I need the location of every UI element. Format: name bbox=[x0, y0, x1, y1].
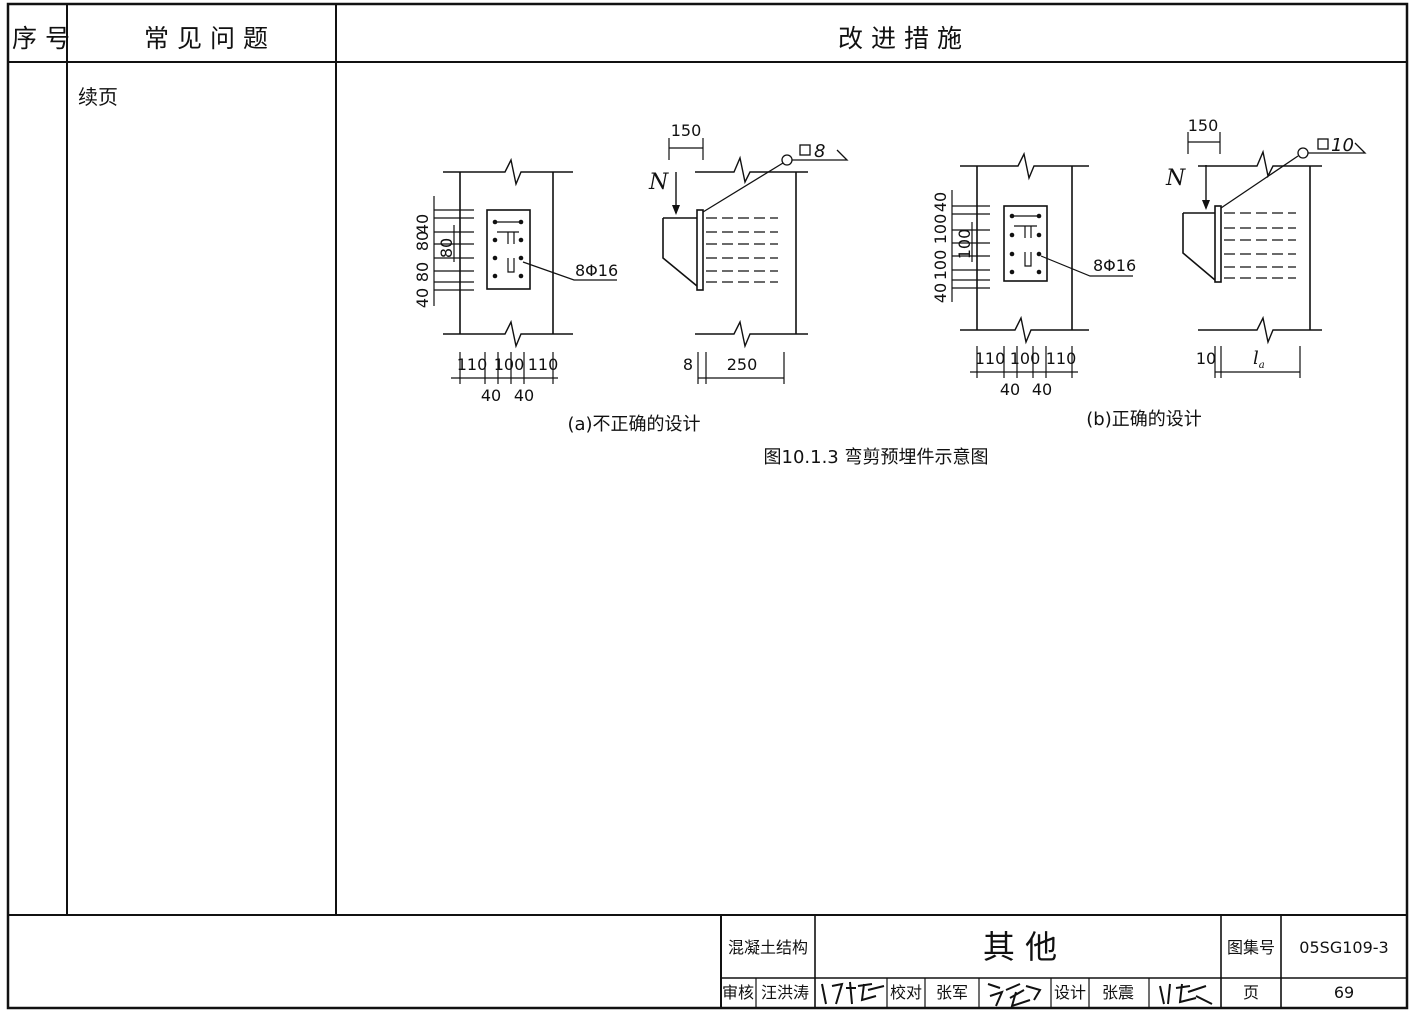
label-b-bars: 8Φ16 bbox=[1093, 256, 1136, 275]
continued-note: 续页 bbox=[78, 85, 118, 109]
dim-b-offset: 150 bbox=[1188, 116, 1219, 135]
tb-atlas-label: 图集号 bbox=[1227, 938, 1275, 957]
dim-a-bottom-3: 110 bbox=[528, 355, 559, 374]
tb-page-no: 69 bbox=[1334, 983, 1354, 1002]
figure-b-side-view: 150 N 10 10 la bbox=[1165, 116, 1367, 378]
tb-check-label: 校对 bbox=[890, 983, 922, 1002]
tb-checker-signature bbox=[987, 983, 1042, 1008]
figure-a-front-view: 40 80 80 40 80 8Φ16 110 100 110 40 40 bbox=[413, 157, 618, 405]
dim-b-bottom-4: 40 bbox=[1000, 380, 1020, 399]
dim-b-left-4: 40 bbox=[931, 283, 950, 303]
tb-page-label: 页 bbox=[1243, 983, 1259, 1002]
dim-b-inner: 100 bbox=[955, 229, 974, 260]
label-a-weld: 8 bbox=[814, 141, 825, 162]
label-a-bars: 8Φ16 bbox=[575, 261, 618, 280]
tb-category: 混凝土结构 bbox=[728, 938, 808, 957]
header-measure: 改进措施 bbox=[838, 24, 970, 53]
title-block-grid bbox=[720, 915, 1407, 1008]
tb-drawing-title: 其 他 bbox=[983, 928, 1057, 966]
dim-a-left-3: 80 bbox=[413, 262, 432, 282]
dim-b-side-2-main: l bbox=[1253, 348, 1259, 369]
tb-design-label: 设计 bbox=[1054, 983, 1086, 1002]
dim-b-side-2: la bbox=[1253, 348, 1265, 371]
tb-review-label: 审核 bbox=[722, 983, 754, 1002]
label-b-weld: 10 bbox=[1331, 135, 1354, 156]
label-a-force: N bbox=[648, 170, 669, 195]
dim-a-left-1: 40 bbox=[413, 214, 432, 234]
tb-designer: 张震 bbox=[1102, 983, 1134, 1002]
dim-b-side-2-sub: a bbox=[1259, 360, 1265, 371]
dim-a-left-4: 40 bbox=[413, 288, 432, 308]
dim-a-bottom-2: 100 bbox=[494, 355, 525, 374]
dim-b-side-1: 10 bbox=[1196, 349, 1216, 368]
figure-title: 图10.1.3 弯剪预埋件示意图 bbox=[764, 447, 989, 468]
table-grid bbox=[6, 2, 1409, 1010]
dim-b-bottom-2: 100 bbox=[1010, 349, 1041, 368]
dim-a-bottom-1: 110 bbox=[457, 355, 488, 374]
dim-a-side-2: 250 bbox=[727, 355, 758, 374]
dim-a-offset: 150 bbox=[671, 121, 702, 140]
tb-reviewer-signature bbox=[821, 981, 885, 1005]
dim-a-side-1: 8 bbox=[683, 355, 693, 374]
dim-b-left-1: 40 bbox=[931, 192, 950, 212]
dim-a-inner: 80 bbox=[437, 238, 456, 258]
dim-b-bottom-5: 40 bbox=[1032, 380, 1052, 399]
tb-checker: 张军 bbox=[936, 983, 968, 1002]
header-problem: 常见问题 bbox=[144, 24, 276, 53]
dim-b-bottom-3: 110 bbox=[1046, 349, 1077, 368]
label-b-force: N bbox=[1165, 166, 1186, 191]
figure-a-side-view: 150 N 8 8 250 bbox=[648, 121, 849, 384]
dim-a-left-2: 80 bbox=[413, 231, 432, 251]
dim-a-bottom-4: 40 bbox=[481, 386, 501, 405]
tb-atlas-no: 05SG109-3 bbox=[1299, 938, 1388, 957]
tb-designer-signature bbox=[1159, 983, 1213, 1005]
dim-b-left-3: 100 bbox=[931, 250, 950, 281]
dim-b-bottom-1: 110 bbox=[975, 349, 1006, 368]
tb-reviewer: 汪洪涛 bbox=[761, 983, 809, 1002]
figure-b-front-view: 40 100 100 40 100 8Φ16 110 100 110 40 40 bbox=[931, 151, 1136, 399]
header-index: 序号 bbox=[12, 24, 78, 53]
dim-a-bottom-5: 40 bbox=[514, 386, 534, 405]
dim-b-left-2: 100 bbox=[931, 214, 950, 245]
caption-a: (a)不正确的设计 bbox=[567, 414, 700, 435]
caption-b: (b)正确的设计 bbox=[1086, 409, 1201, 430]
